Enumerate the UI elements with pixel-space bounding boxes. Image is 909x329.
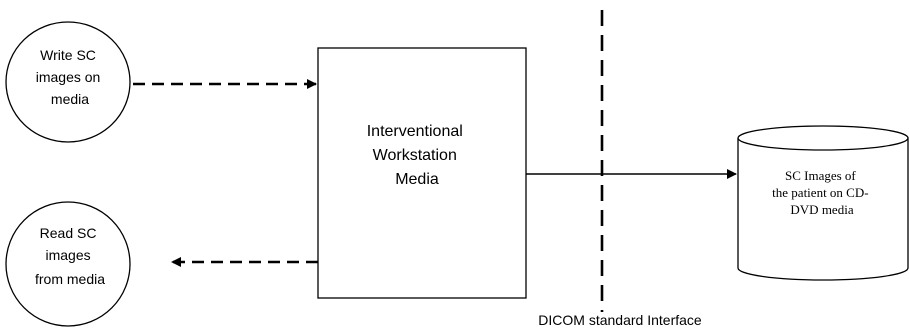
read-sc-circle	[5, 201, 131, 327]
storage-label-line-2: the patient on CD-	[772, 185, 868, 200]
write-sc-label-line-2: images on	[36, 69, 101, 85]
workstation-label-line-3: Media	[395, 171, 439, 188]
svg-text:Interventional Workstati: Interventional Workstation Media	[367, 123, 468, 188]
workstation-label-line-1: Interventional	[367, 123, 463, 140]
read-sc-label-line-1: Read SC	[40, 225, 97, 241]
storage-label-line-3: DVD media	[790, 202, 853, 217]
write-sc-circle	[5, 21, 131, 143]
svg-text:Read SC images fro: Read SC images from media	[35, 225, 105, 287]
workstation-node: Interventional Workstation Media	[317, 47, 527, 299]
write-sc-label-line-1: Write SC	[40, 47, 96, 63]
read-sc-label-line-2: images	[45, 247, 90, 263]
dicom-interface-label: DICOM standard Interface	[538, 312, 702, 328]
storage-cylinder-body	[737, 138, 909, 281]
storage-cylinder-top	[737, 125, 909, 151]
write-sc-label-line-3: media	[51, 91, 89, 107]
workstation-box	[317, 47, 527, 299]
svg-text:SC Images of the patient: SC Images of the patient on CD- DVD medi…	[772, 168, 872, 217]
read-sc-node: Read SC images from media	[5, 201, 131, 327]
read-sc-label-line-3: from media	[35, 271, 105, 287]
write-sc-node: Write SC images on media	[5, 21, 131, 143]
svg-text:Write SC images on: Write SC images on media	[36, 47, 104, 107]
storage-label-line-1: SC Images of	[785, 168, 856, 183]
workstation-label-line-2: Workstation	[373, 147, 457, 164]
storage-node: SC Images of the patient on CD- DVD medi…	[737, 125, 909, 281]
